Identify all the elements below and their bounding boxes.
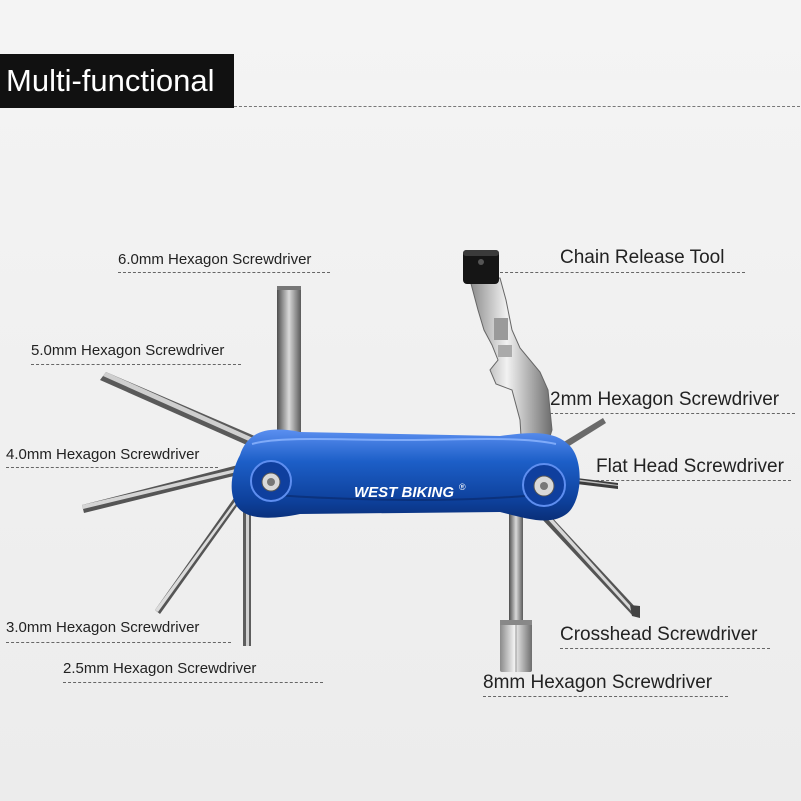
tool-body: WEST BIKING ® [231, 429, 580, 521]
hex-key-5mm [100, 372, 264, 450]
label-hex-5mm: 5.0mm Hexagon Screwdriver [31, 342, 225, 359]
brand-logo: WEST BIKING [354, 484, 454, 501]
socket-8mm [500, 500, 532, 672]
rule-flat-head [596, 480, 791, 481]
hex-key-4mm [82, 465, 242, 513]
rule-hex-5mm [31, 364, 241, 365]
brand-registered-mark: ® [459, 482, 466, 492]
label-hex-2mm: 2mm Hexagon Screwdriver [550, 389, 780, 410]
rule-hex-2-5mm [63, 682, 323, 683]
label-hex-6mm: 6.0mm Hexagon Screwdriver [118, 251, 312, 268]
hex-key-3mm [155, 498, 240, 614]
rule-chain-release-tool [500, 272, 745, 273]
chain-release-tool [463, 250, 553, 456]
hex-key-6mm [277, 286, 301, 446]
label-hex-3mm: 3.0mm Hexagon Screwdriver [6, 619, 200, 636]
label-chain-release-tool: Chain Release Tool [560, 247, 725, 268]
rule-hex-8mm [483, 696, 728, 697]
label-hex-4mm: 4.0mm Hexagon Screwdriver [6, 446, 200, 463]
rule-hex-3mm [6, 642, 231, 643]
rule-crosshead [560, 648, 770, 649]
rule-hex-2mm [550, 413, 795, 414]
label-hex-2-5mm: 2.5mm Hexagon Screwdriver [63, 660, 257, 677]
hex-key-2-5mm [243, 500, 251, 646]
rule-hex-4mm [6, 467, 218, 468]
rule-hex-6mm [118, 272, 330, 273]
crosshead-screwdriver [540, 512, 640, 618]
title-divider [234, 106, 800, 107]
label-flat-head: Flat Head Screwdriver [596, 456, 784, 477]
label-hex-8mm: 8mm Hexagon Screwdriver [483, 672, 713, 693]
page-title: Multi-functional [0, 54, 234, 108]
label-crosshead: Crosshead Screwdriver [560, 624, 758, 645]
hex-key-2mm [562, 418, 606, 448]
